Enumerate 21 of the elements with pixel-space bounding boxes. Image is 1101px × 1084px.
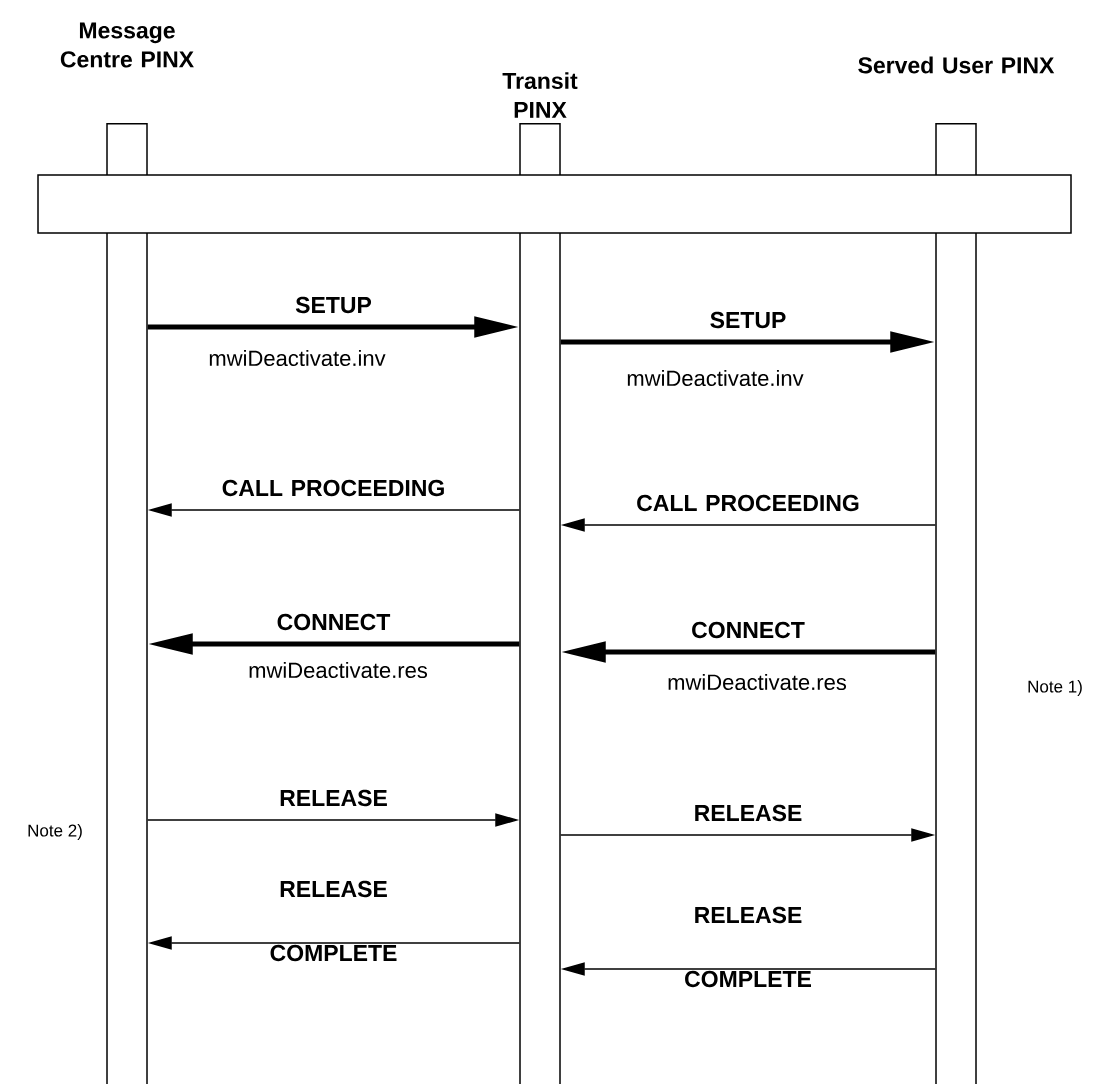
message-label: SETUP	[710, 311, 786, 329]
frame-box	[37, 174, 1072, 234]
message-label: RELEASE COMPLETE	[685, 906, 811, 988]
node-label: Message Centre PINX	[60, 22, 194, 68]
parameter-label: mwiDeactivate.res	[668, 673, 847, 691]
parameter-label: mwiDeactivate.inv	[209, 349, 386, 367]
node-label: Served User PINX	[858, 56, 1055, 74]
message-label: CONNECT	[692, 621, 805, 639]
node-label: Transit PINX	[502, 72, 578, 118]
message-label: CALL PROCEEDING	[222, 479, 444, 497]
message-label: RELEASE COMPLETE	[270, 880, 397, 962]
message-label: CONNECT	[277, 613, 391, 631]
message-label: RELEASE	[280, 789, 387, 807]
message-label: SETUP	[295, 296, 372, 314]
parameter-label: mwiDeactivate.res	[249, 661, 428, 679]
parameter-label: mwiDeactivate.inv	[627, 369, 804, 387]
lifeline: Transit PINX	[502, 72, 578, 1084]
note-label: Note 2)	[28, 824, 82, 840]
message-label: RELEASE	[695, 804, 802, 822]
note-label: Note 1)	[1028, 680, 1082, 696]
message-label: CALL PROCEEDING	[637, 494, 859, 512]
